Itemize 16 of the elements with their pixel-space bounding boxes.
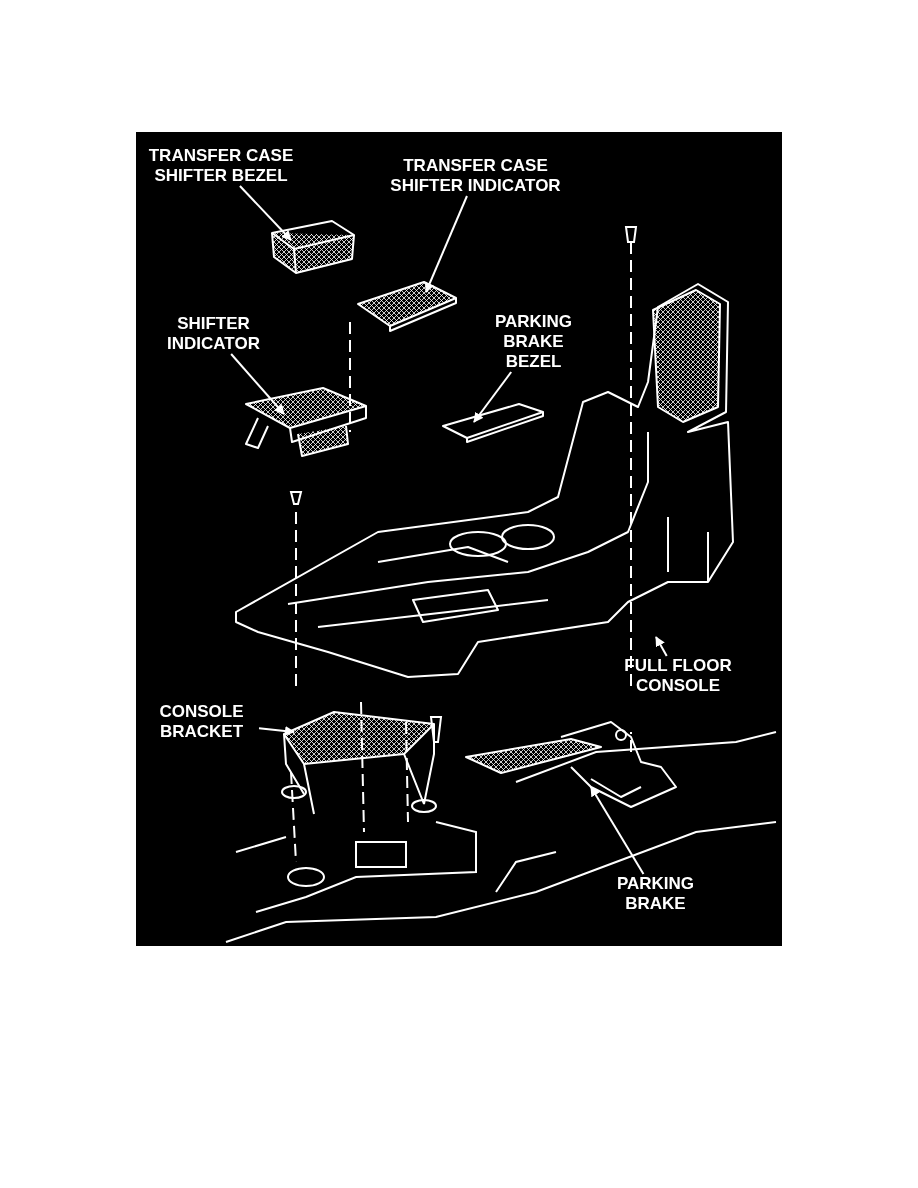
part-label: PARKING BRAKE (598, 874, 713, 914)
leader-arrow (590, 786, 645, 875)
leader-arrow (230, 353, 285, 415)
leader-arrow (258, 726, 295, 736)
leader-arrow (424, 195, 468, 293)
leader-arrow (655, 636, 668, 657)
part-label: SHIFTER INDICATOR (151, 314, 276, 354)
bezel-plate-drawing (439, 400, 547, 446)
part-label: TRANSFER CASE SHIFTER INDICATOR (368, 156, 583, 196)
part-label: FULL FLOOR CONSOLE (598, 656, 758, 696)
leader-arrow (238, 185, 292, 241)
part-label: CONSOLE BRACKET (144, 702, 259, 742)
indicator-plate-drawing (354, 278, 460, 332)
leader-arrow (473, 371, 513, 423)
part-label: TRANSFER CASE SHIFTER BEZEL (136, 146, 306, 186)
part-label: PARKING BRAKE BEZEL (481, 312, 586, 372)
